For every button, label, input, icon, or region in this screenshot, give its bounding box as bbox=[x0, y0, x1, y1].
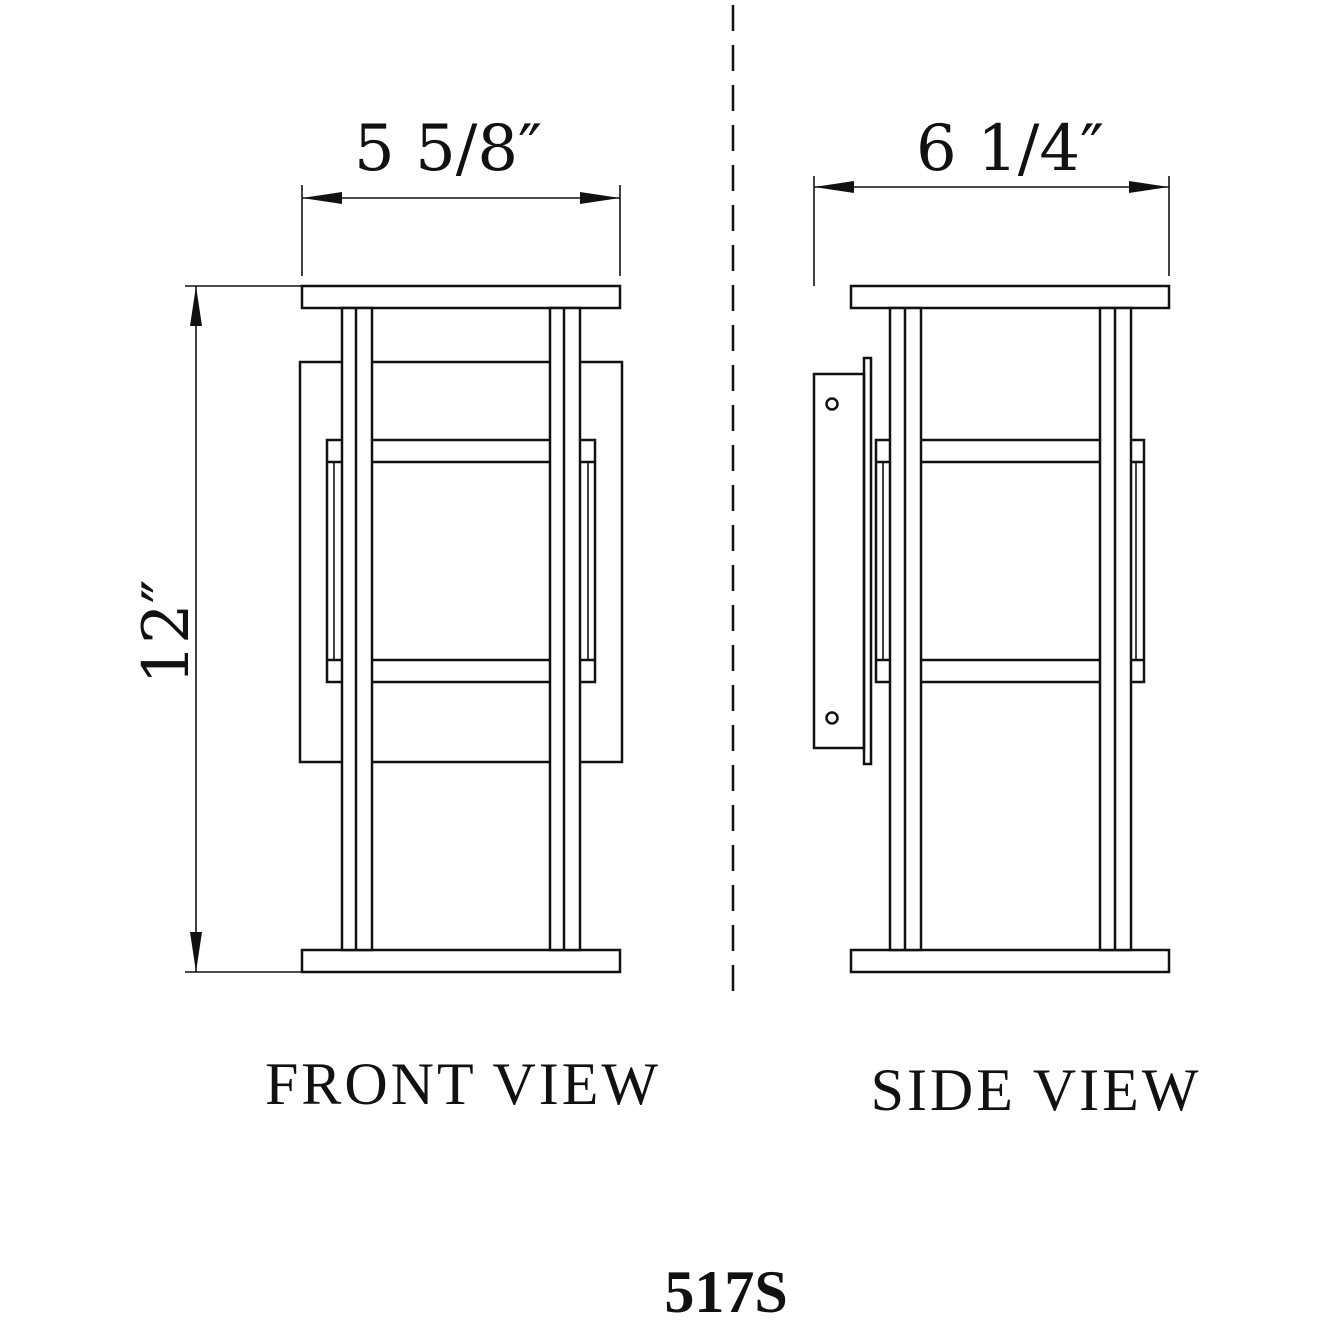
height-dimension bbox=[185, 285, 302, 973]
side-view-drawing bbox=[812, 284, 1171, 974]
front-view-label: FRONT VIEW bbox=[265, 1051, 661, 1117]
side-view-label: SIDE VIEW bbox=[871, 1057, 1202, 1123]
mounting-screw bbox=[825, 397, 839, 411]
side-width-label: 6 1/4″ bbox=[916, 112, 1104, 186]
model-number: 517S bbox=[664, 1259, 787, 1320]
front-width-dimension bbox=[301, 185, 621, 276]
mounting-screw bbox=[825, 711, 839, 725]
front-view-drawing bbox=[298, 284, 624, 974]
side-width-dimension bbox=[813, 176, 1170, 286]
height-label: 12″ bbox=[130, 579, 204, 684]
front-width-label: 5 5/8″ bbox=[354, 112, 542, 186]
